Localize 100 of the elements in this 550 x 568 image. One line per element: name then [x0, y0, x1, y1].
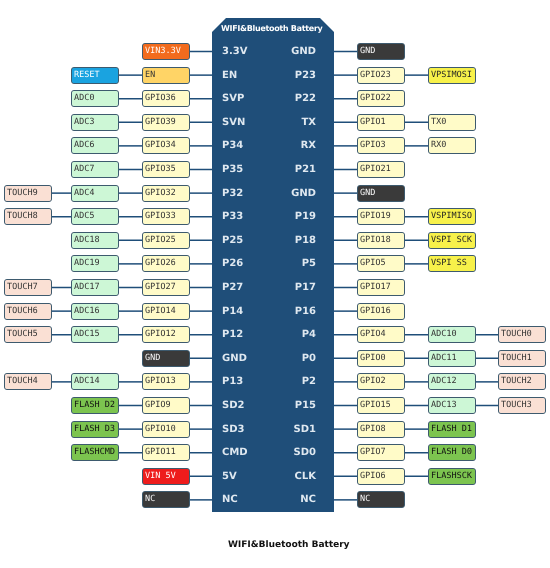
connector-line: [119, 404, 142, 406]
touch-tag: TOUCH9: [4, 184, 52, 202]
adc-tag: ADC7: [71, 161, 119, 178]
ground-tag: NC: [142, 491, 190, 508]
pin-label: RX: [270, 137, 334, 154]
connector-line: [190, 499, 212, 501]
connector-line: [52, 381, 71, 383]
gpio-tag: GPIO36: [142, 90, 190, 108]
connector-line: [119, 74, 142, 76]
flash-tag: FLASHCMD: [71, 444, 119, 462]
pin-label: SD2: [212, 397, 270, 414]
uart-tag: TX0: [428, 114, 476, 131]
connector-line: [405, 452, 428, 454]
connector-line: [119, 452, 142, 454]
pin-label: NC: [212, 491, 270, 508]
connector-line: [405, 404, 428, 406]
flash-tag: FLASH D1: [428, 420, 476, 438]
pin-label: P23: [270, 66, 334, 84]
connector-line: [119, 122, 142, 124]
reset-tag: RESET: [71, 66, 119, 84]
connector-line: [334, 310, 357, 312]
connector-line: [190, 192, 212, 194]
connector-line: [52, 286, 71, 288]
power-tag: VIN3.3V: [142, 43, 190, 60]
pin-label: 5V: [212, 468, 270, 485]
adc-tag: ADC10: [428, 326, 476, 344]
gpio-tag: GPIO26: [142, 255, 190, 272]
connector-line: [405, 334, 428, 336]
connector-line: [190, 145, 212, 147]
gpio-tag: GPIO17: [357, 279, 405, 296]
connector-line: [334, 50, 357, 52]
pin-label: P14: [212, 302, 270, 320]
enable-tag: EN: [142, 66, 190, 84]
spi-tag: VSPI SS: [428, 255, 476, 272]
connector-line: [334, 286, 357, 288]
connector-line: [190, 216, 212, 218]
connector-line: [334, 145, 357, 147]
pin-label: P13: [212, 373, 270, 390]
connector-line: [334, 334, 357, 336]
pin-label: P32: [212, 184, 270, 202]
caption-text: WIFI&Bluetooth Battery: [228, 540, 350, 550]
connector-line: [190, 122, 212, 124]
connector-line: [334, 428, 357, 430]
pin-label: P21: [270, 161, 334, 178]
gpio-tag: GPIO11: [142, 444, 190, 462]
adc-tag: ADC11: [428, 350, 476, 367]
flash-tag: FLASH D3: [71, 420, 119, 438]
connector-line: [405, 145, 428, 147]
pin-label: CLK: [270, 468, 334, 485]
touch-tag: TOUCH3: [498, 397, 546, 414]
gpio-tag: GPIO6: [357, 468, 405, 485]
gpio-tag: GPIO9: [142, 397, 190, 414]
gpio-tag: GPIO12: [142, 326, 190, 344]
adc-tag: ADC0: [71, 90, 119, 108]
touch-tag: TOUCH0: [498, 326, 546, 344]
pin-label: P15: [270, 397, 334, 414]
connector-line: [190, 310, 212, 312]
connector-line: [119, 145, 142, 147]
gpio-tag: GPIO39: [142, 114, 190, 131]
pin-label: P19: [270, 208, 334, 226]
connector-line: [334, 122, 357, 124]
connector-line: [119, 168, 142, 170]
ground-tag: GND: [357, 184, 405, 202]
touch-tag: TOUCH6: [4, 302, 52, 320]
connector-line: [190, 428, 212, 430]
connector-line: [405, 122, 428, 124]
gpio-tag: GPIO32: [142, 184, 190, 202]
gpio-tag: GPIO2: [357, 373, 405, 390]
connector-line: [190, 334, 212, 336]
connector-line: [119, 216, 142, 218]
connector-line: [119, 381, 142, 383]
connector-line: [405, 358, 428, 360]
connector-line: [119, 286, 142, 288]
connector-line: [334, 216, 357, 218]
pin-label: P18: [270, 232, 334, 249]
connector-line: [190, 74, 212, 76]
connector-line: [476, 381, 498, 383]
connector-line: [52, 310, 71, 312]
connector-line: [190, 286, 212, 288]
pin-label: P33: [212, 208, 270, 226]
gpio-tag: GPIO16: [357, 302, 405, 320]
board-title: WIFI&Bluetooth Battery: [221, 24, 322, 33]
connector-line: [119, 334, 142, 336]
touch-tag: TOUCH2: [498, 373, 546, 390]
pin-label: P16: [270, 302, 334, 320]
gpio-tag: GPIO10: [142, 420, 190, 438]
connector-line: [119, 428, 142, 430]
touch-tag: TOUCH7: [4, 279, 52, 296]
connector-line: [334, 499, 357, 501]
connector-line: [190, 240, 212, 242]
gpio-tag: GPIO23: [357, 66, 405, 84]
connector-line: [334, 452, 357, 454]
pin-label: SD1: [270, 420, 334, 438]
pin-label: P22: [270, 90, 334, 108]
flash-tag: FLASH D0: [428, 444, 476, 462]
gpio-tag: GPIO1: [357, 114, 405, 131]
gpio-tag: GPIO34: [142, 137, 190, 154]
ground-tag: GND: [357, 43, 405, 60]
ground-tag: GND: [142, 350, 190, 367]
adc-tag: ADC15: [71, 326, 119, 344]
